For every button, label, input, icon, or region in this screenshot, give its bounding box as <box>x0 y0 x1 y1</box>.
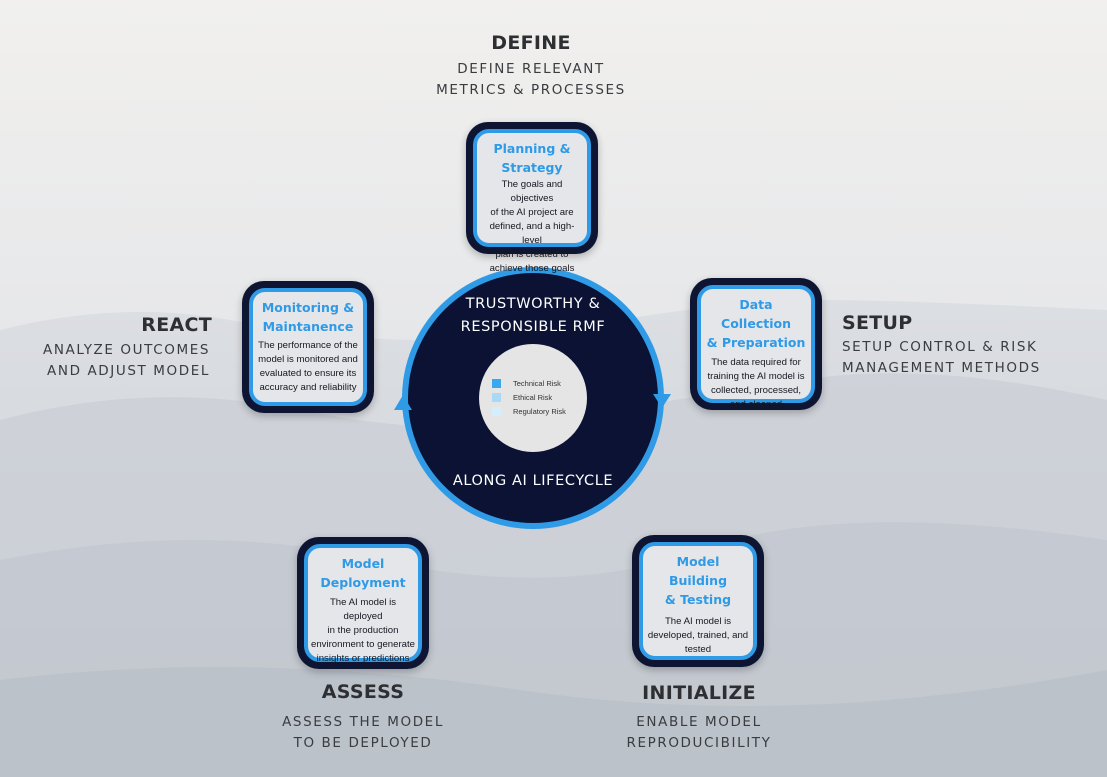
card-data-collection: Data Collection & Preparation The data r… <box>690 278 822 410</box>
stage-heading-setup: SETUP <box>842 312 913 334</box>
legend-swatch-icon <box>492 393 501 402</box>
card-description: The AI model is deployed in the producti… <box>311 597 415 664</box>
card-title: Model Building & Testing <box>664 554 732 607</box>
ring-bottom-label: ALONG AI LIFECYCLE <box>452 473 614 489</box>
stage-sub-define: DEFINE RELEVANT METRICS & PROCESSES <box>436 61 626 98</box>
card-description: The data required for training the AI mo… <box>707 357 805 410</box>
card-title: Planning & Strategy <box>493 141 571 175</box>
stage-heading-define: DEFINE <box>491 32 571 54</box>
legend-ethical-risk: Ethical Risk <box>492 393 552 402</box>
card-description: The AI model is developed, trained, and … <box>647 616 749 655</box>
card-model-deployment: Model Deployment The AI model is deploye… <box>297 537 429 669</box>
stage-sub-assess: ASSESS THE MODEL TO BE DEPLOYED <box>282 714 444 751</box>
card-description: The performance of the model is monitore… <box>258 340 358 393</box>
legend-technical-risk: Technical Risk <box>492 379 561 388</box>
legend-swatch-icon <box>492 379 501 388</box>
card-title: Data Collection & Preparation <box>706 297 806 350</box>
stage-heading-react: REACT <box>141 314 212 336</box>
card-planning-strategy: Planning & Strategy The goals and object… <box>466 122 598 274</box>
stage-sub-initialize: ENABLE MODEL REPRODUCIBILITY <box>626 714 772 751</box>
card-monitoring-maintenance: Monitoring & Maintanence The performance… <box>242 281 374 413</box>
stage-heading-initialize: INITIALIZE <box>642 682 756 704</box>
legend-swatch-icon <box>492 407 501 416</box>
stage-sub-setup: SETUP CONTROL & RISK MANAGEMENT METHODS <box>842 339 1041 376</box>
card-description: The goals and objectives of the AI proje… <box>489 179 575 274</box>
ring-title: TRUSTWORTHY & RESPONSIBLE RMF <box>460 296 606 335</box>
legend-circle <box>479 344 587 452</box>
stage-heading-assess: ASSESS <box>321 681 405 703</box>
card-title: Monitoring & Maintanence <box>261 300 355 334</box>
legend-regulatory-risk: Regulatory Risk <box>492 407 566 416</box>
ring-arrow-down-icon <box>653 394 671 408</box>
card-model-building: Model Building & Testing The AI model is… <box>632 535 764 667</box>
stage-sub-react: ANALYZE OUTCOMES AND ADJUST MODEL <box>43 342 210 379</box>
ring-arrow-up-icon <box>394 395 412 410</box>
card-title: Model Deployment <box>320 556 406 590</box>
